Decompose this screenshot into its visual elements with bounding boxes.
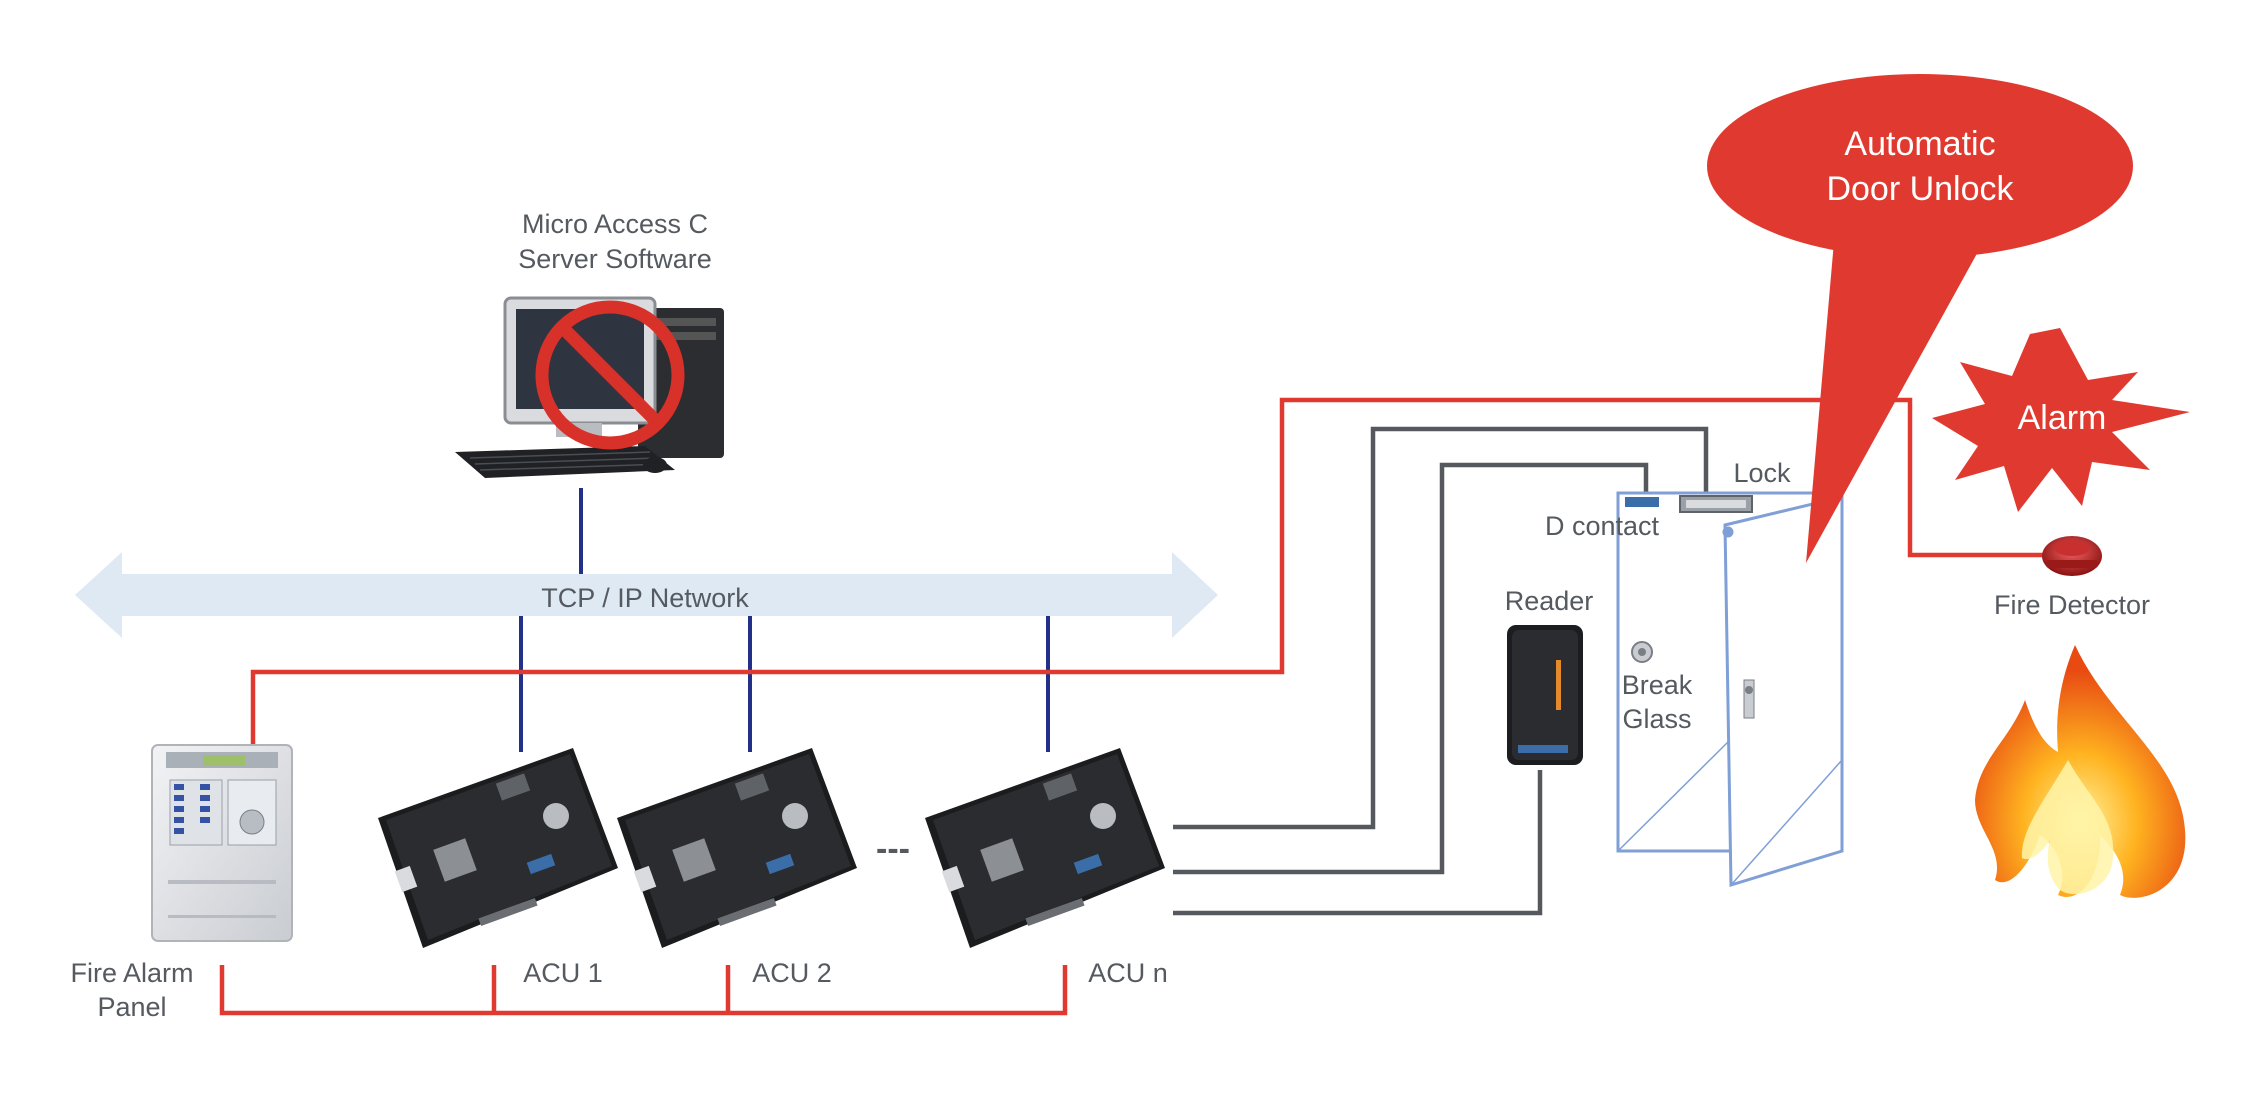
break-glass-label-line2: Glass: [1622, 704, 1691, 734]
alarm-burst: Alarm: [1932, 328, 2190, 512]
acu-1: ACU 1: [378, 748, 618, 988]
fire-detector-label: Fire Detector: [1994, 590, 2150, 620]
tcp-ip-network-band: TCP / IP Network: [75, 552, 1218, 638]
break-glass-label-line1: Break: [1622, 670, 1693, 700]
d-contact-label: D contact: [1545, 511, 1660, 541]
alarm-label: Alarm: [2018, 399, 2107, 437]
panel-to-acu-bus: [219, 965, 1068, 1016]
card-reader: Reader: [1505, 586, 1594, 765]
access-control-unit-board-icon: [617, 748, 857, 948]
server-computer: Micro Access C Server Software: [455, 209, 724, 478]
acu-n: ACU n: [925, 748, 1168, 988]
network-label: TCP / IP Network: [541, 583, 749, 613]
door-icon: [1616, 491, 1844, 888]
fire-detector-icon: [2042, 536, 2102, 576]
reader-wire: [1173, 770, 1543, 916]
fire-detector: Fire Detector: [1994, 536, 2150, 620]
unlock-label-line2: Door Unlock: [1826, 170, 2014, 208]
acu-ellipsis: ---: [876, 830, 910, 868]
door-contact-wire: [1173, 462, 1649, 875]
fire-panel-label-line2: Panel: [97, 992, 166, 1022]
acu2-label: ACU 2: [752, 958, 832, 988]
computer-icon: [455, 296, 724, 478]
door-assembly: Lock D contact Break Glass: [1545, 458, 1844, 888]
reader-label: Reader: [1505, 586, 1594, 616]
unlock-label-line1: Automatic: [1844, 125, 1995, 163]
break-glass-button: [1631, 641, 1653, 663]
acun-label: ACU n: [1088, 958, 1168, 988]
prohibited-icon: [535, 300, 685, 450]
flame-icon: [1975, 645, 2186, 898]
panel-to-detector-line: [250, 397, 2055, 745]
door-contact-sensor: [1625, 497, 1659, 507]
fire-alarm-wiring: [219, 397, 2055, 1016]
network-wiring: [519, 488, 1050, 752]
acu-2: ACU 2: [617, 748, 857, 988]
door-handle: [1743, 679, 1755, 719]
fire-alarm-panel-icon: [151, 744, 293, 942]
server-label-line2: Server Software: [518, 244, 712, 274]
fire-alarm-panel: Fire Alarm Panel: [70, 744, 293, 1022]
lock-label: Lock: [1733, 458, 1791, 488]
acu1-label: ACU 1: [523, 958, 603, 988]
server-label-line1: Micro Access C: [522, 209, 708, 239]
access-control-unit-board-icon: [378, 748, 618, 948]
fire-panel-label-line1: Fire Alarm: [70, 958, 193, 988]
card-reader-icon: [1507, 625, 1583, 765]
access-control-unit-board-icon: [925, 748, 1165, 948]
door-leaf: [1723, 495, 1844, 888]
automatic-door-unlock-callout: Automatic Door Unlock: [1707, 74, 2133, 563]
electric-lock: [1679, 495, 1753, 513]
